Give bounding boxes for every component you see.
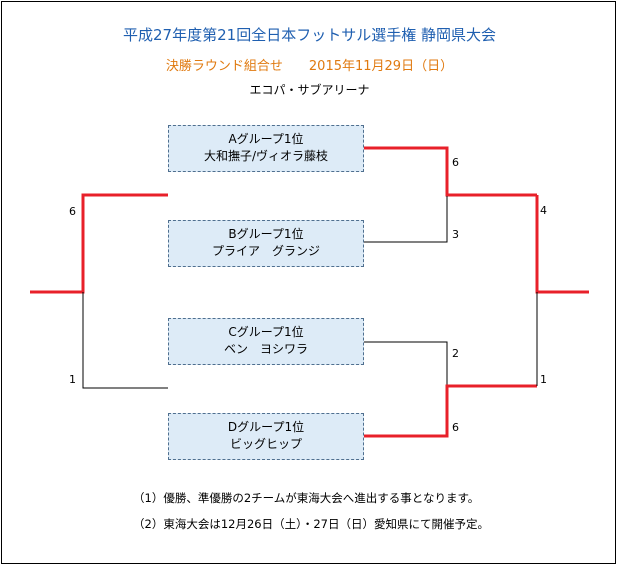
score-semi1-bottom: 3 [452,228,459,241]
team-group-label: Dグループ1位 [227,420,305,434]
team-box-a: Aグループ1位 大和撫子/ヴィオラ藤枝 [168,125,364,172]
note-advance: （1）優勝、準優勝の2チームが東海大会へ進出する事となります。 [133,491,480,505]
team-name: 大和撫子/ヴィオラ藤枝 [203,149,329,163]
note-tokai-schedule: （2）東海大会は12月26日（土）・27日（日）愛知県にて開催予定。 [133,517,489,531]
team-name: ベン ヨシワラ [223,342,308,356]
score-final-right-top: 4 [540,204,547,217]
team-box-c: Cグループ1位 ベン ヨシワラ [168,318,364,365]
score-final-right-bottom: 1 [540,373,547,386]
team-box-d: Dグループ1位 ビッグヒップ [168,413,364,460]
score-final-left-bottom: 1 [69,373,76,386]
team-group-label: Aグループ1位 [228,132,304,146]
team-name: プライア グランジ [211,244,320,258]
team-group-label: Bグループ1位 [228,227,304,241]
tournament-title: 平成27年度第21回全日本フットサル選手権 静岡県大会 [123,26,496,44]
score-final-left-top: 6 [69,205,76,218]
line-b-loser [364,196,448,243]
score-semi2-top: 2 [452,347,459,360]
score-semi2-bottom: 6 [452,421,459,434]
team-name: ビッグヒップ [229,437,302,451]
team-group-label: Cグループ1位 [228,325,304,339]
line-final-left-loser [82,292,168,389]
score-semi1-top: 6 [452,156,459,169]
line-a-winner [364,146,537,197]
line-d-winner [364,384,537,438]
line-c-loser [364,341,448,385]
team-box-b: Bグループ1位 プライア グランジ [168,220,364,267]
line-final-left-winner [30,193,168,294]
round-date-subtitle: 決勝ラウンド組合せ 2015年11月29日（日） [165,59,454,74]
venue-label: エコパ・サブアリーナ [249,83,370,97]
